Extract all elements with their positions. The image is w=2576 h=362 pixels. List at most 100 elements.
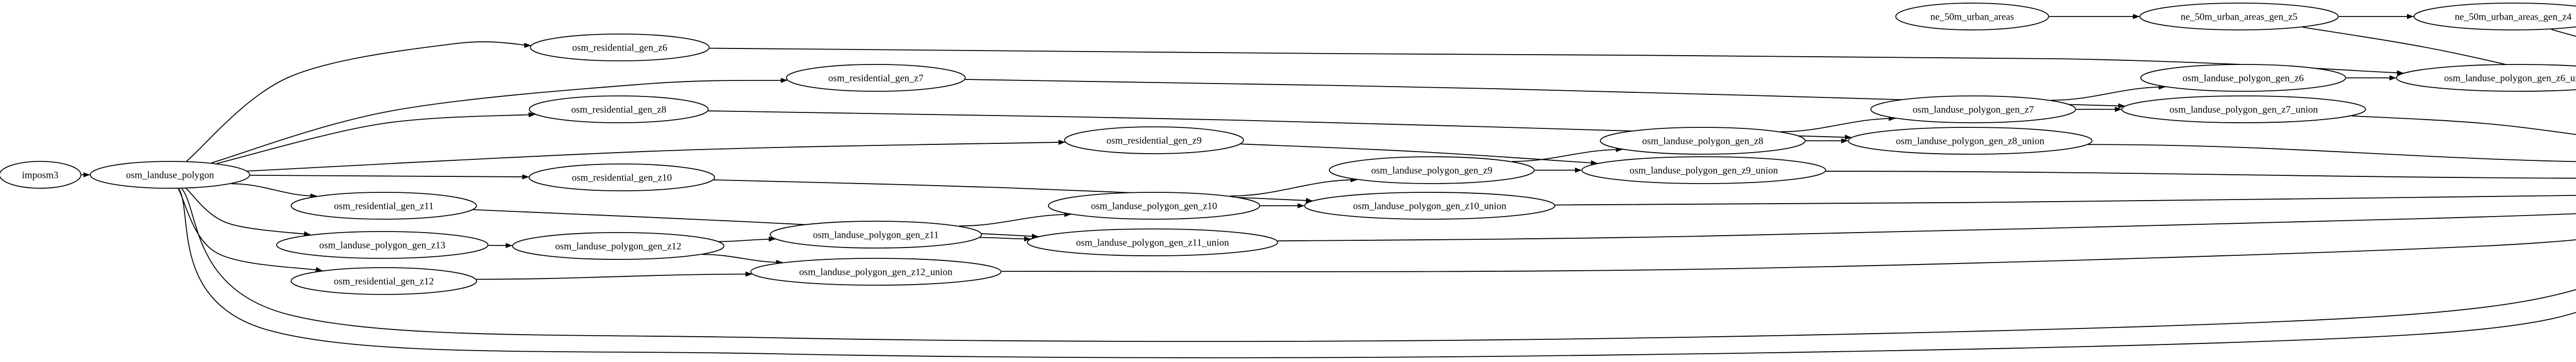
node-label-osm_landuse_polygon_gen_z10: osm_landuse_polygon_gen_z10: [1091, 201, 1217, 212]
node-label-osm_landuse_polygon_gen_z12_union: osm_landuse_polygon_gen_z12_union: [799, 267, 953, 278]
node-osm_residential_gen_z10: osm_residential_gen_z10: [529, 163, 715, 191]
node-imposm3: imposm3: [0, 161, 81, 189]
node-osm_landuse_polygon_gen_z6_union: osm_landuse_polygon_gen_z6_union: [2396, 64, 2576, 92]
node-osm_landuse_polygon_gen_z9_union: osm_landuse_polygon_gen_z9_union: [1581, 156, 1826, 184]
node-osm_landuse_polygon_gen_z11: osm_landuse_polygon_gen_z11: [770, 221, 982, 249]
edge-osm_landuse_polygon_gen_z7-to-osm_landuse_polygon_gen_z6: [2051, 84, 2166, 101]
node-label-osm_residential_gen_z10: osm_residential_gen_z10: [572, 173, 672, 184]
node-osm_residential_gen_z12: osm_residential_gen_z12: [291, 267, 477, 295]
edge-ne_50m_urban_areas_gen_z5-to-layer_landuse-z5: [2302, 26, 2576, 83]
node-ellipse-ne_50m_urban_areas_gen_z5: [2139, 3, 2339, 30]
edge-osm_landuse_polygon_gen_z12-to-osm_landuse_polygon_gen_z11: [719, 236, 776, 242]
edge-osm_landuse_polygon-to-osm_residential_gen_z8: [216, 112, 535, 164]
node-osm_landuse_polygon_gen_z12_union: osm_landuse_polygon_gen_z12_union: [750, 258, 1002, 286]
node-ellipse-osm_landuse_polygon_gen_z8: [1600, 127, 1806, 155]
node-osm_landuse_polygon_gen_z8_union: osm_landuse_polygon_gen_z8_union: [1848, 127, 2093, 155]
edge-ne_50m_urban_areas_gen_z4-to-layer_landuse-z4: [2551, 29, 2576, 37]
node-osm_residential_gen_z7: osm_residential_gen_z7: [786, 64, 966, 92]
node-label-ne_50m_urban_areas: ne_50m_urban_areas: [1930, 12, 2014, 23]
node-osm_landuse_polygon_gen_z7: osm_landuse_polygon_gen_z7: [1870, 95, 2076, 123]
node-osm_landuse_polygon_gen_z10_union: osm_landuse_polygon_gen_z10_union: [1304, 192, 1555, 220]
node-osm_landuse_polygon_gen_z12: osm_landuse_polygon_gen_z12: [512, 232, 725, 260]
edge-osm_landuse_polygon-to-osm_landuse_polygon_gen_z13: [185, 188, 311, 237]
node-ellipse-osm_residential_gen_z12: [291, 267, 477, 295]
node-ellipse-imposm3: [0, 161, 81, 189]
node-ellipse-osm_landuse_polygon_gen_z6: [2140, 64, 2346, 92]
node-label-osm_landuse_polygon_gen_z7_union: osm_landuse_polygon_gen_z7_union: [2170, 105, 2318, 116]
node-label-osm_residential_gen_z9: osm_residential_gen_z9: [1107, 136, 1202, 146]
node-label-osm_landuse_polygon_gen_z13: osm_landuse_polygon_gen_z13: [319, 240, 446, 251]
edge-osm_landuse_polygon-to-osm_residential_gen_z11: [231, 183, 317, 199]
edge-osm_landuse_polygon-to-osm_residential_gen_z9: [247, 139, 1065, 172]
node-ellipse-osm_landuse_polygon_gen_z12_union: [750, 258, 1002, 286]
node-ellipse-osm_landuse_polygon_gen_z11: [770, 221, 982, 249]
edge-osm_landuse_polygon_gen_z12-to-osm_landuse_polygon_gen_z12_union: [702, 254, 783, 265]
edge-osm_landuse_polygon_gen_z9_union-to-layer_landuse-z9: [1825, 171, 2576, 179]
node-ne_50m_urban_areas_gen_z4: ne_50m_urban_areas_gen_z4: [2413, 3, 2576, 30]
edge-osm_landuse_polygon_gen_z10_union-to-layer_landuse-z10: [1555, 195, 2576, 206]
node-label-osm_residential_gen_z8: osm_residential_gen_z8: [571, 105, 667, 116]
edge-osm_landuse_polygon-to-osm_residential_gen_z12: [178, 188, 323, 272]
node-label-osm_landuse_polygon: osm_landuse_polygon: [126, 170, 214, 181]
edge-osm_landuse_polygon-to-osm_residential_gen_z7: [211, 77, 788, 163]
node-ellipse-osm_residential_gen_z7: [786, 64, 966, 92]
node-label-osm_landuse_polygon_gen_z11_union: osm_landuse_polygon_gen_z11_union: [1076, 238, 1229, 249]
edge-osm_landuse_polygon_gen_z7_union-to-layer_landuse-z7: [2351, 115, 2576, 135]
node-label-ne_50m_urban_areas_gen_z4: ne_50m_urban_areas_gen_z4: [2455, 12, 2572, 23]
edge-osm_residential_gen_z9-to-osm_landuse_polygon_gen_z9_union: [1241, 143, 1598, 166]
edge-osm_residential_gen_z6-to-osm_landuse_polygon_gen_z6_union: [709, 47, 2404, 76]
node-ellipse-osm_residential_gen_z11: [291, 192, 477, 220]
edge-osm_landuse_polygon_gen_z11-to-osm_landuse_polygon_gen_z11_union: [979, 236, 1031, 242]
node-ellipse-osm_landuse_polygon_gen_z7_union: [2121, 95, 2366, 123]
node-ellipse-osm_landuse_polygon_gen_z12: [512, 232, 725, 260]
node-label-osm_landuse_polygon_gen_z9: osm_landuse_polygon_gen_z9: [1371, 166, 1492, 176]
node-ellipse-osm_landuse_polygon_gen_z11_union: [1027, 228, 1278, 256]
node-ne_50m_urban_areas_gen_z5: ne_50m_urban_areas_gen_z5: [2139, 3, 2339, 30]
node-osm_landuse_polygon_gen_z7_union: osm_landuse_polygon_gen_z7_union: [2121, 95, 2366, 123]
node-label-osm_residential_gen_z6: osm_residential_gen_z6: [572, 43, 668, 54]
node-label-osm_landuse_polygon_gen_z7: osm_landuse_polygon_gen_z7: [1912, 105, 2033, 116]
node-label-imposm3: imposm3: [22, 170, 59, 181]
node-ellipse-osm_landuse_polygon_gen_z9_union: [1581, 156, 1826, 184]
node-osm_landuse_polygon_gen_z6: osm_landuse_polygon_gen_z6: [2140, 64, 2346, 92]
edge-osm_landuse_polygon_gen_z12_union-to-layer_landuse-z12: [1001, 239, 2576, 272]
edge-osm_landuse_polygon_gen_z10-to-osm_landuse_polygon_gen_z9: [1230, 177, 1358, 197]
node-label-osm_landuse_polygon_gen_z12: osm_landuse_polygon_gen_z12: [555, 241, 682, 252]
edges-layer: [81, 14, 2576, 358]
node-osm_residential_gen_z11: osm_residential_gen_z11: [291, 192, 477, 220]
node-ellipse-osm_landuse_polygon_gen_z10: [1048, 192, 1261, 220]
node-label-osm_landuse_polygon_gen_z9_union: osm_landuse_polygon_gen_z9_union: [1630, 166, 1778, 176]
node-label-osm_residential_gen_z12: osm_residential_gen_z12: [334, 276, 434, 287]
nodes-layer: imposm3 osm_landuse_polygon osm_residentia…: [0, 3, 2576, 295]
node-ne_50m_urban_areas: ne_50m_urban_areas: [1895, 3, 2049, 30]
node-ellipse-ne_50m_urban_areas_gen_z4: [2413, 3, 2576, 30]
node-osm_landuse_polygon_gen_z8: osm_landuse_polygon_gen_z8: [1600, 127, 1806, 155]
edge-osm_landuse_polygon-to-layer_landuse-z13: [181, 188, 2576, 342]
node-osm_landuse_polygon_gen_z9: osm_landuse_polygon_gen_z9: [1329, 156, 1535, 184]
node-label-osm_residential_gen_z7: osm_residential_gen_z7: [828, 73, 924, 84]
edge-osm_landuse_polygon_gen_z8-to-osm_landuse_polygon_gen_z7: [1781, 116, 1895, 133]
node-label-osm_landuse_polygon_gen_z6: osm_landuse_polygon_gen_z6: [2182, 73, 2303, 84]
node-osm_residential_gen_z6: osm_residential_gen_z6: [530, 34, 710, 61]
node-osm_residential_gen_z8: osm_residential_gen_z8: [529, 95, 709, 123]
node-label-ne_50m_urban_areas_gen_z5: ne_50m_urban_areas_gen_z5: [2181, 12, 2298, 23]
node-ellipse-osm_landuse_polygon_gen_z7: [1870, 95, 2076, 123]
node-label-osm_landuse_polygon_gen_z8_union: osm_landuse_polygon_gen_z8_union: [1896, 136, 2045, 147]
node-ellipse-osm_landuse_polygon: [90, 161, 250, 189]
edge-osm_landuse_polygon-to-osm_residential_gen_z6: [186, 41, 531, 162]
node-label-osm_landuse_polygon_gen_z8: osm_landuse_polygon_gen_z8: [1642, 136, 1763, 147]
edge-osm_landuse_polygon_gen_z9-to-osm_landuse_polygon_gen_z8: [1512, 146, 1623, 162]
node-osm_landuse_polygon_gen_z11_union: osm_landuse_polygon_gen_z11_union: [1027, 228, 1278, 256]
edge-osm_landuse_polygon-to-osm_residential_gen_z10: [250, 174, 529, 179]
edge-osm_landuse_polygon_gen_z8_union-to-layer_landuse-z8: [2088, 144, 2576, 162]
node-osm_residential_gen_z9: osm_residential_gen_z9: [1064, 126, 1244, 154]
node-osm_landuse_polygon_gen_z13: osm_landuse_polygon_gen_z13: [276, 231, 489, 259]
node-ellipse-osm_residential_gen_z8: [529, 95, 709, 123]
node-ellipse-osm_landuse_polygon_gen_z8_union: [1848, 127, 2093, 155]
node-osm_landuse_polygon: osm_landuse_polygon: [90, 161, 250, 189]
node-ellipse-osm_landuse_polygon_gen_z9: [1329, 156, 1535, 184]
node-label-osm_residential_gen_z11: osm_residential_gen_z11: [334, 201, 433, 212]
node-ellipse-osm_landuse_polygon_gen_z6_union: [2396, 64, 2576, 92]
